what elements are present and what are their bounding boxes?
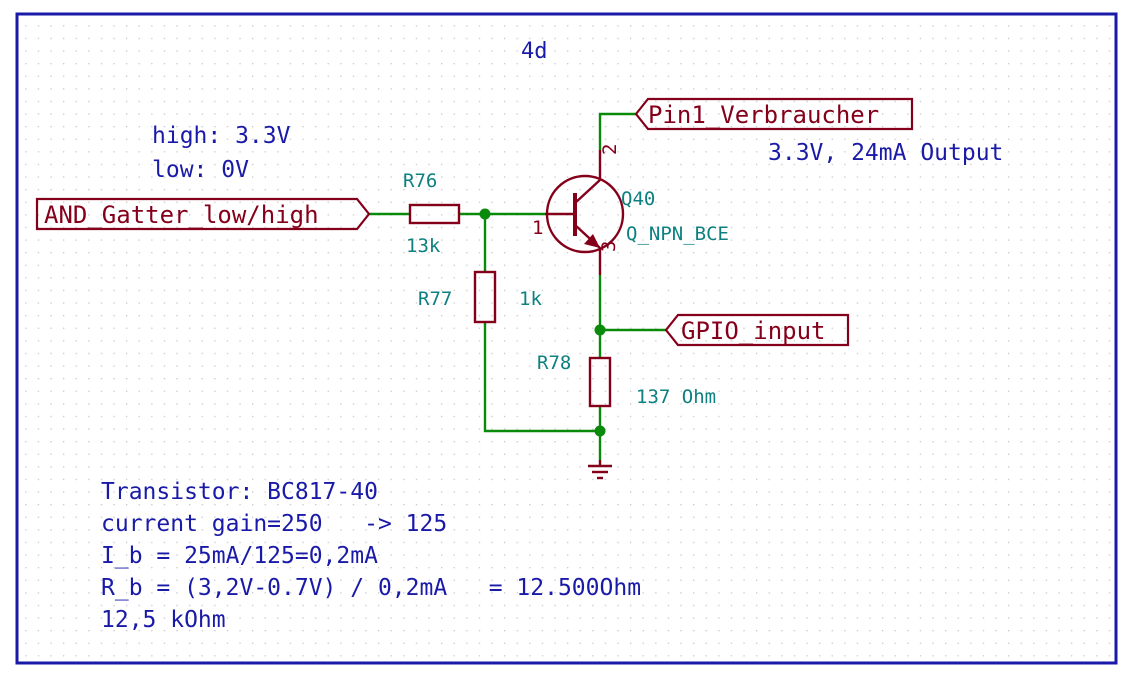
transistor-q40-collector-line xyxy=(574,179,601,204)
input-label-shape xyxy=(35,197,371,231)
resistor-r77-value: 1k xyxy=(519,288,542,310)
gpio-label-shape xyxy=(664,313,850,347)
junction-ground-node xyxy=(594,425,606,437)
resistor-r76-value: 13k xyxy=(406,235,441,257)
supply-label-shape xyxy=(634,97,914,131)
note-calc-line-3: I_b = 25mA/125=0,2mA xyxy=(101,543,378,569)
note-calc-line-2: current gain=250 -> 125 xyxy=(101,511,447,537)
transistor-q40-pin-base: 1 xyxy=(532,217,543,239)
sheet-title: 4d xyxy=(521,39,548,64)
resistor-r78-value: 137 Ohm xyxy=(636,386,716,408)
wires xyxy=(369,112,666,460)
note-calc-line-4: R_b = (3,2V-0.7V) / 0,2mA = 12.500Ohm xyxy=(101,575,641,601)
transistor-q40-value: Q_NPN_BCE xyxy=(626,223,729,245)
transistor-q40-ref: Q40 xyxy=(621,188,655,210)
input-label-text: AND_Gatter_low/high xyxy=(44,201,319,229)
wire-r77-to-ground-node xyxy=(483,322,600,433)
ground-symbol xyxy=(588,460,612,480)
transistor-q40-emitter-arrow xyxy=(584,234,600,248)
wire-supply-to-collector xyxy=(598,112,636,150)
resistor-r78-ref: R78 xyxy=(537,352,571,374)
resistor-r76[interactable]: R76 13k xyxy=(403,170,461,257)
gpio-label[interactable]: GPIO_input xyxy=(664,313,850,347)
input-label[interactable]: AND_Gatter_low/high xyxy=(35,197,371,231)
note-output: 3.3V, 24mA Output xyxy=(768,140,1003,166)
note-calc-line-1: Transistor: BC817-40 xyxy=(101,479,378,505)
transistor-q40-pin-collector: 2 xyxy=(599,144,621,155)
note-high-level: high: 3.3V xyxy=(152,123,291,149)
transistor-q40[interactable]: 1 2 3 Q40 Q_NPN_BCE xyxy=(532,144,729,275)
resistor-r77-ref: R77 xyxy=(418,288,452,310)
sheet-frame xyxy=(15,12,1118,665)
note-low-level: low: 0V xyxy=(152,157,249,183)
supply-label[interactable]: Pin1_Verbraucher xyxy=(634,97,914,131)
junction-base-node xyxy=(479,208,491,220)
resistor-r76-body xyxy=(408,203,461,225)
resistor-r78[interactable]: R78 137 Ohm xyxy=(537,352,716,408)
resistor-r77[interactable]: R77 1k xyxy=(418,270,542,324)
gpio-label-text: GPIO_input xyxy=(681,317,826,345)
supply-label-text: Pin1_Verbraucher xyxy=(648,101,879,129)
junction-gpio-node xyxy=(594,324,606,336)
grid-background xyxy=(17,14,1116,663)
transistor-q40-pin-emitter: 3 xyxy=(598,241,620,252)
note-calc-line-5: 12,5 kOhm xyxy=(101,607,226,633)
resistor-r78-body xyxy=(588,356,612,408)
resistor-r77-body xyxy=(473,270,497,324)
resistor-r76-ref: R76 xyxy=(403,170,437,192)
